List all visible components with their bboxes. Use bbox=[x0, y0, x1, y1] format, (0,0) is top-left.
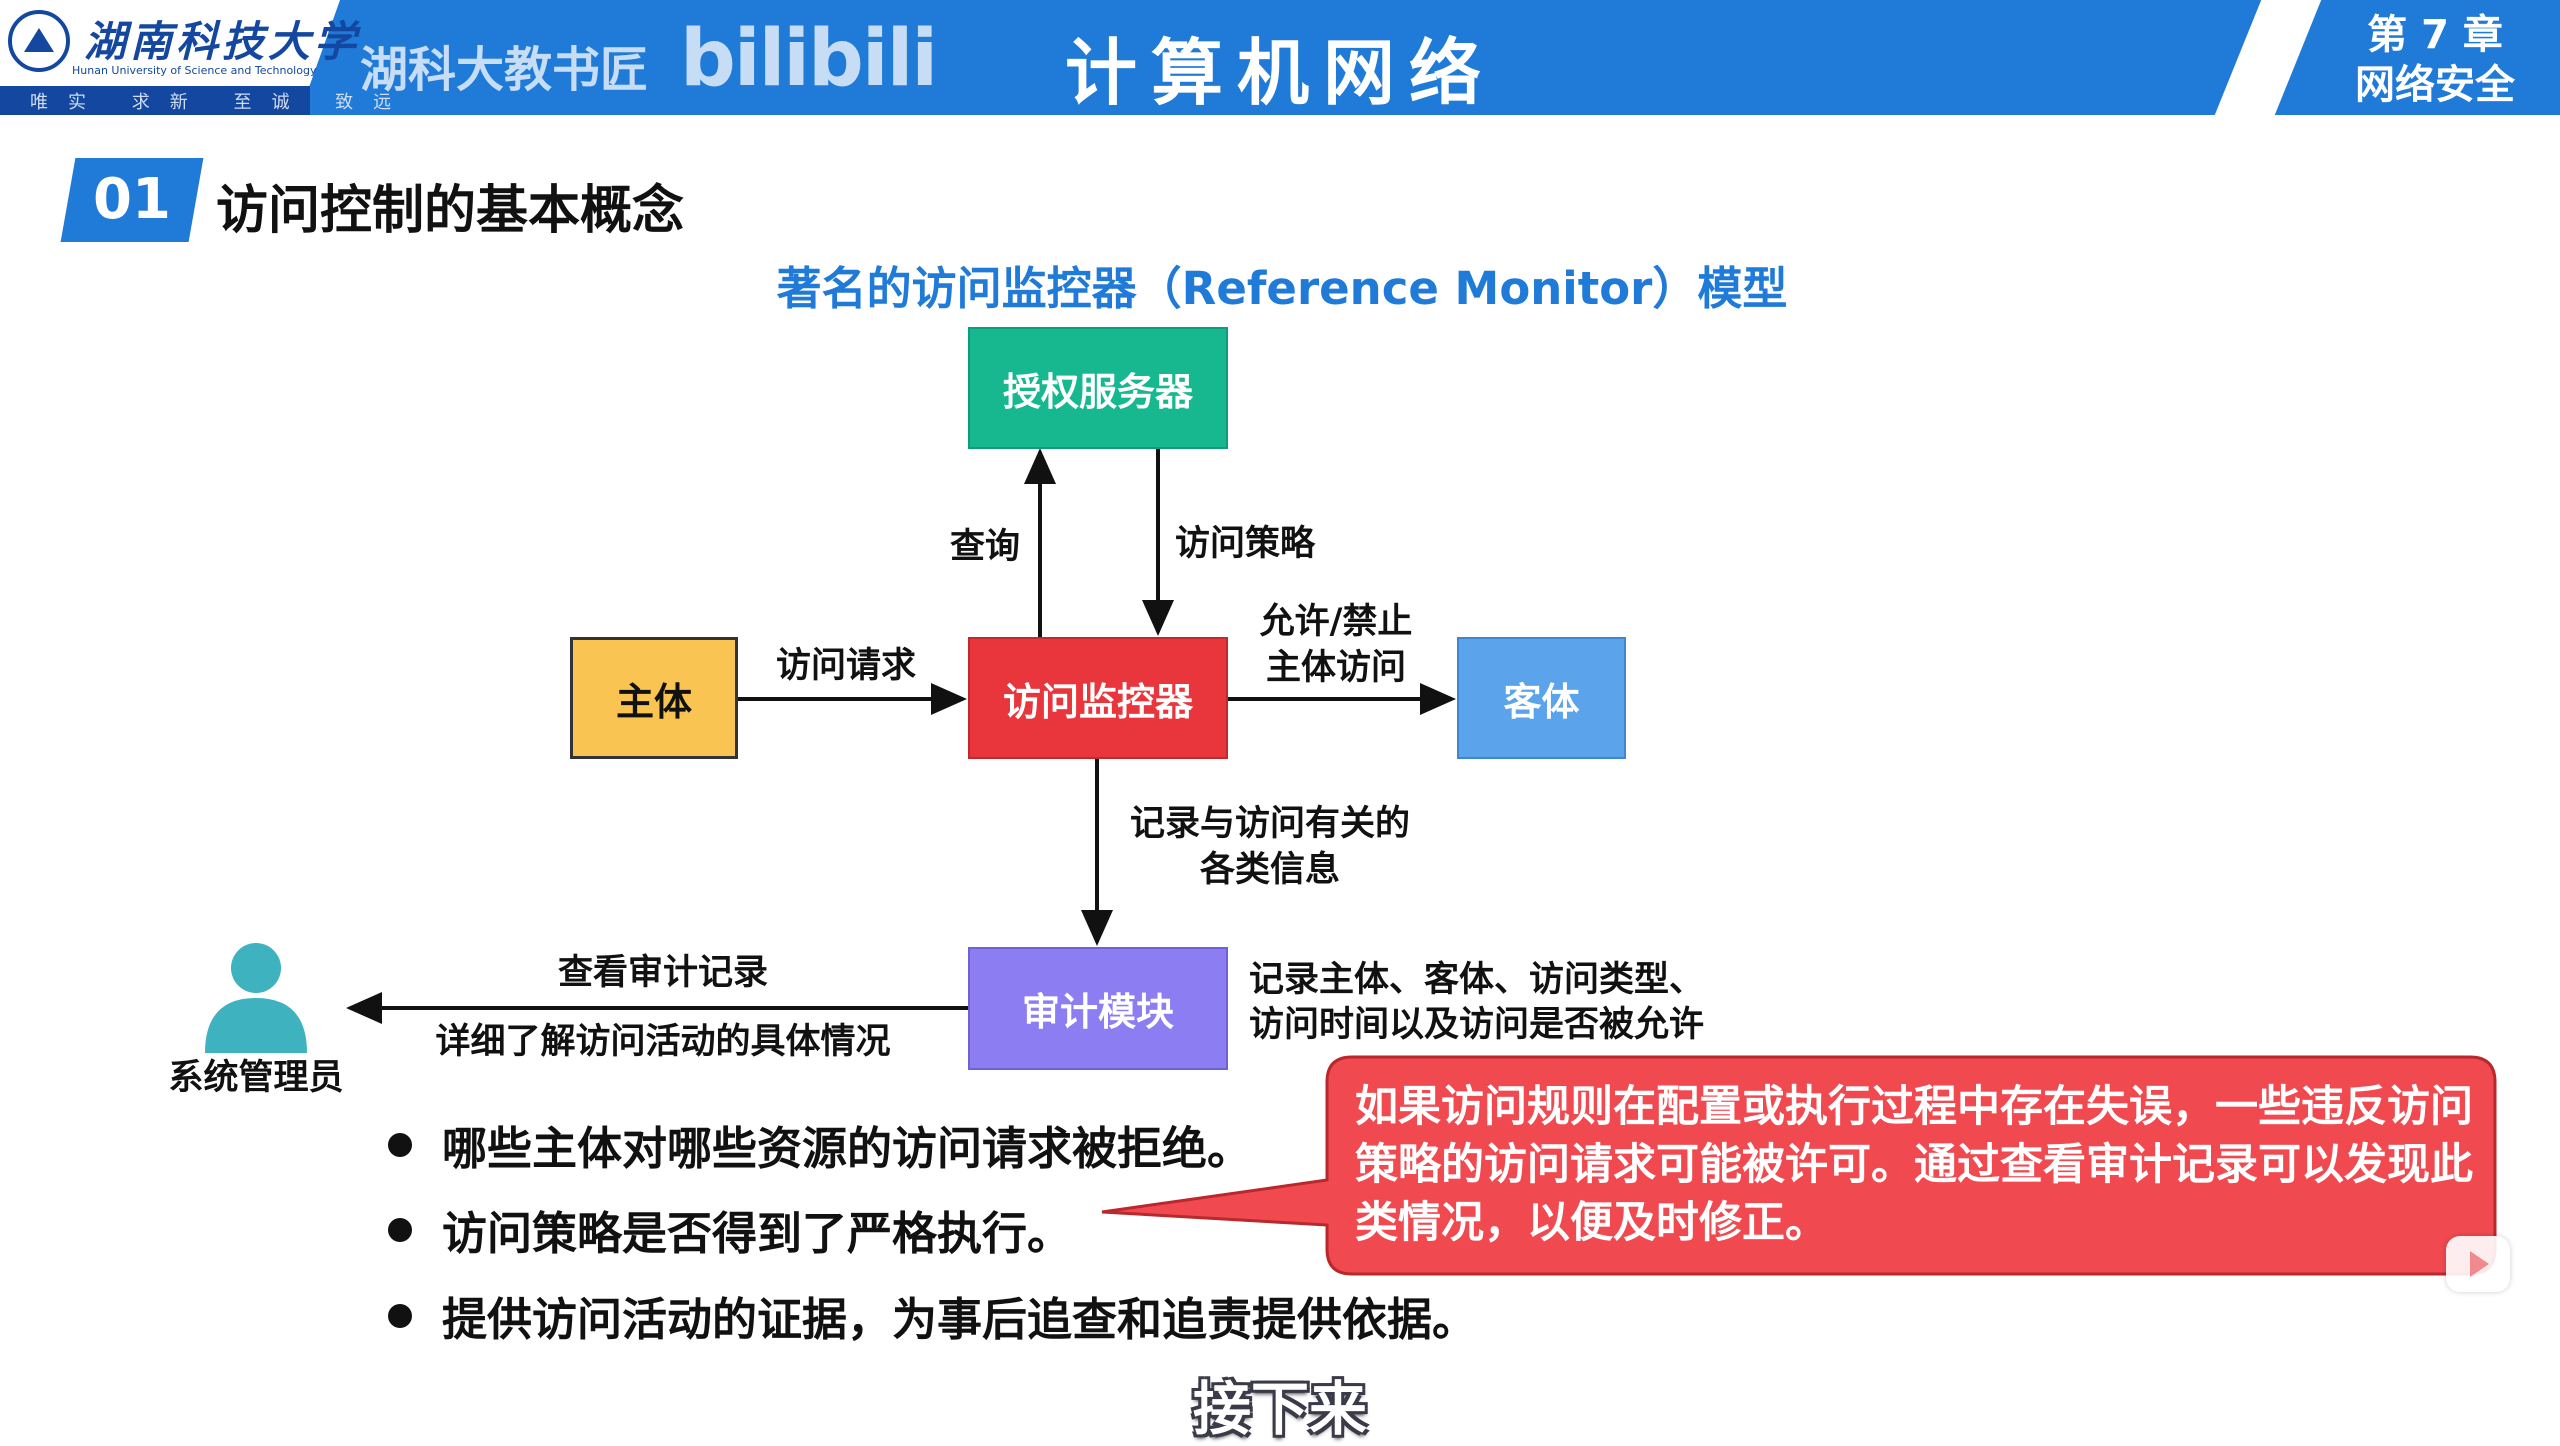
bullet-dot-icon bbox=[388, 1132, 412, 1157]
callout-shape bbox=[1101, 1055, 2497, 1276]
view-audit-label: 查看审计记录 bbox=[557, 953, 768, 993]
admin-avatar-icon bbox=[205, 943, 307, 1053]
policy-label: 访问策略 bbox=[1175, 524, 1316, 564]
header-bar bbox=[0, 0, 2560, 115]
section-number: 01 bbox=[93, 167, 171, 232]
diagram-title: 著名的访问监控器（Reference Monitor）模型 bbox=[776, 262, 1788, 315]
allow-label-line1: 允许/禁止 bbox=[1259, 602, 1413, 642]
video-subtitle: 接下来 bbox=[1192, 1375, 1367, 1443]
university-motto: 唯实 求新 至诚 致远 bbox=[30, 92, 412, 113]
audit-note-line1: 记录主体、客体、访问类型、 bbox=[1249, 960, 1705, 1000]
allow-deny-label: 允许/禁止 主体访问 bbox=[1256, 599, 1416, 691]
bullet-dot-icon bbox=[388, 1217, 412, 1242]
bullet-text: 访问策略是否得到了严格执行。 bbox=[442, 1207, 1073, 1260]
request-label: 访问请求 bbox=[776, 646, 917, 686]
query-label: 查询 bbox=[949, 527, 1020, 567]
record-label-line1: 记录与访问有关的 bbox=[1129, 804, 1410, 844]
audit-note: 记录主体、客体、访问类型、 访问时间以及访问是否被允许 bbox=[1249, 958, 1704, 1048]
bilibili-watermark: bilibili bbox=[680, 14, 938, 104]
bilibili-tv-icon[interactable] bbox=[2446, 1236, 2510, 1292]
audit-note-line2: 访问时间以及访问是否被允许 bbox=[1249, 1005, 1705, 1045]
detail-label: 详细了解访问活动的具体情况 bbox=[435, 1022, 891, 1062]
section-title: 访问控制的基本概念 bbox=[216, 181, 685, 241]
reference-monitor-box: 访问监控器 bbox=[968, 637, 1228, 759]
bullet-item: 提供访问活动的证据，为事后追查和追责提供依据。 bbox=[388, 1283, 1477, 1348]
university-seal-icon bbox=[8, 10, 70, 72]
auth-server-box: 授权服务器 bbox=[968, 327, 1228, 449]
chapter-title: 网络安全 bbox=[2355, 62, 2515, 108]
admin-label: 系统管理员 bbox=[168, 1058, 344, 1098]
course-title: 计算机网络 bbox=[1064, 31, 1495, 115]
bullet-item: 访问策略是否得到了严格执行。 bbox=[388, 1197, 1072, 1262]
record-label-line2: 各类信息 bbox=[1199, 850, 1340, 890]
chapter-label: 第 7 章 网络安全 bbox=[2330, 10, 2540, 110]
callout-text: 如果访问规则在配置或执行过程中存在失误，一些违反访问策略的访问请求可能被许可。通… bbox=[1355, 1082, 2473, 1248]
logo-strip bbox=[0, 86, 310, 115]
record-label: 记录与访问有关的 各类信息 bbox=[1110, 801, 1430, 893]
subject-box: 主体 bbox=[570, 637, 738, 759]
university-name: 湖南科技大学 bbox=[84, 17, 361, 66]
allow-label-line2: 主体访问 bbox=[1265, 648, 1406, 688]
bullet-dot-icon bbox=[388, 1303, 412, 1328]
university-name-en: Hunan University of Science and Technolo… bbox=[72, 64, 317, 77]
channel-watermark: 湖科大教书匠 bbox=[360, 42, 649, 98]
object-box: 客体 bbox=[1457, 637, 1626, 759]
audit-module-box: 审计模块 bbox=[968, 947, 1228, 1070]
chapter-number: 第 7 章 bbox=[2367, 12, 2503, 58]
bullet-text: 提供访问活动的证据，为事后追查和追责提供依据。 bbox=[442, 1293, 1478, 1346]
bullet-text: 哪些主体对哪些资源的访问请求被拒绝。 bbox=[442, 1122, 1253, 1175]
bullet-item: 哪些主体对哪些资源的访问请求被拒绝。 bbox=[388, 1112, 1252, 1177]
